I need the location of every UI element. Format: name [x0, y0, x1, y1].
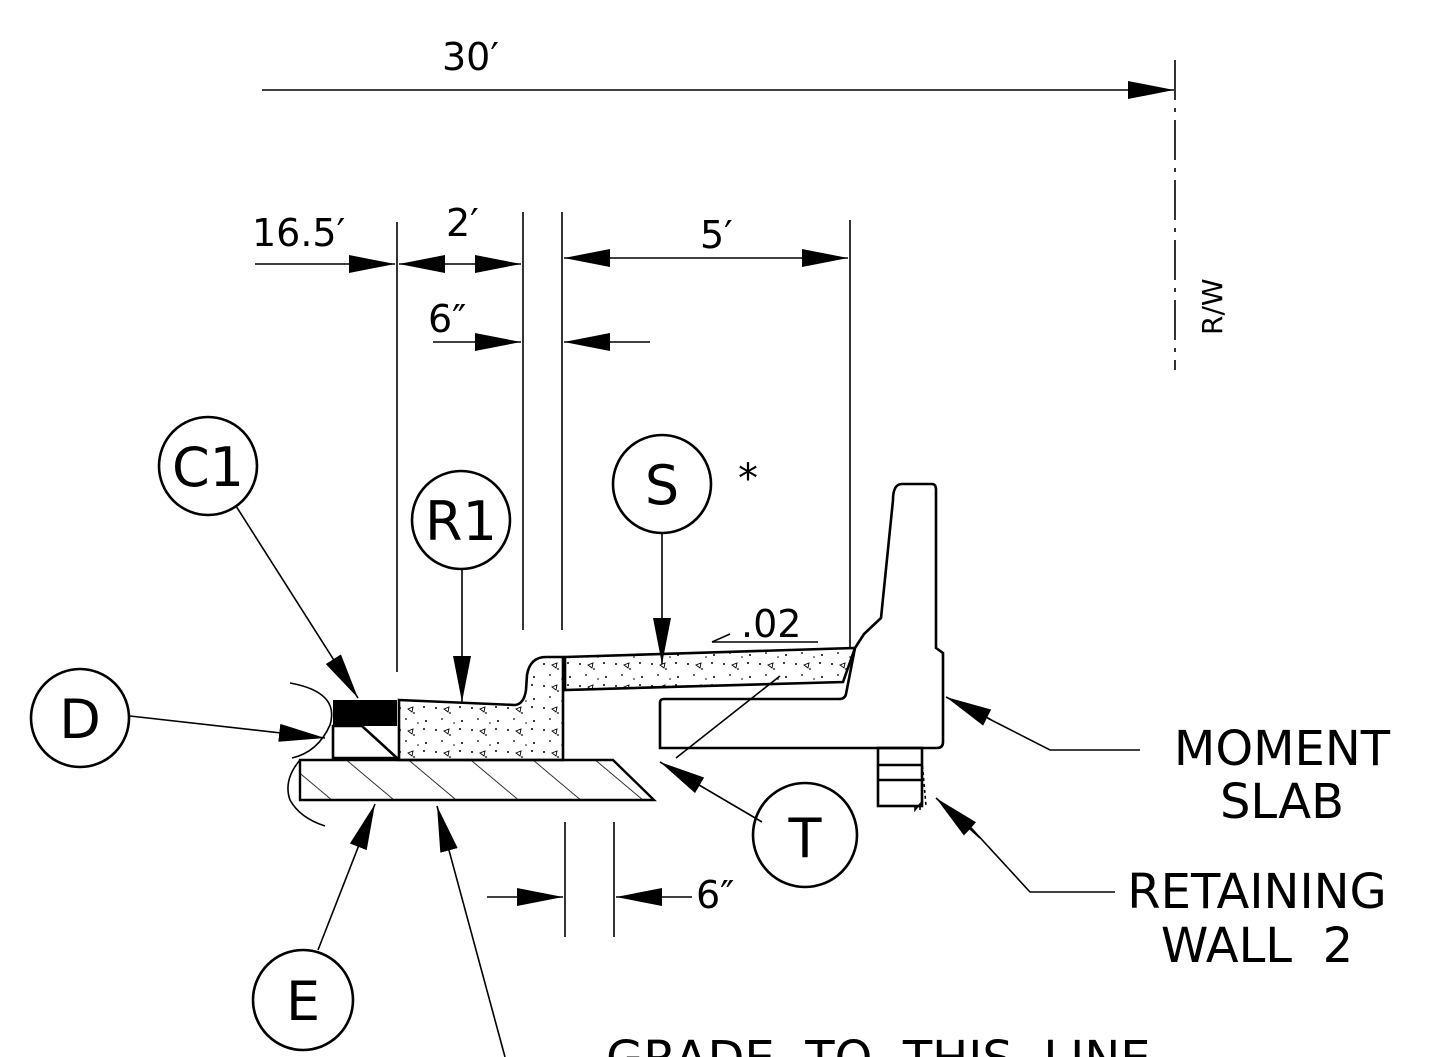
- slope-label: .02: [741, 602, 801, 646]
- subbase-wedge: [331, 724, 401, 760]
- callout-t-label: T: [788, 807, 823, 870]
- offset-dimension: 16.5′: [252, 211, 395, 273]
- retaining-wall: [876, 746, 927, 813]
- grade-line-callout: GRADE TO THIS LINE: [436, 805, 1151, 1057]
- right-of-way-line: R/W: [1174, 60, 1229, 370]
- overall-dim-label: 30′: [442, 35, 499, 79]
- curb-and-gutter: [397, 655, 565, 762]
- callout-c1-label: C1: [172, 436, 244, 499]
- overall-dimension: 30′: [262, 35, 1174, 99]
- sidewalk-dimension: 5′: [564, 213, 848, 267]
- callout-t: T: [659, 675, 859, 889]
- curb-top-dim-label: 6″: [428, 297, 466, 341]
- callout-s: S *: [611, 433, 758, 664]
- retaining-wall-label-line1: RETAINING: [1127, 864, 1386, 920]
- row-label: R/W: [1196, 278, 1229, 335]
- callout-e: E: [251, 803, 376, 1052]
- callout-s-label: S: [645, 454, 679, 517]
- gap-bottom-dim-label: 6″: [696, 873, 734, 917]
- retaining-wall-label-line2: WALL 2: [1161, 918, 1353, 974]
- grade-line-label: GRADE TO THIS LINE: [606, 1031, 1151, 1057]
- asphalt-layer: [333, 700, 397, 726]
- base-course: [298, 758, 657, 802]
- callout-e-label: E: [286, 970, 320, 1033]
- sidewalk-slab: [563, 646, 857, 692]
- callout-d: D: [29, 667, 326, 769]
- sidewalk-dim-label: 5′: [700, 213, 733, 257]
- callout-c1: C1: [157, 415, 359, 699]
- callout-r1-label: R1: [425, 490, 497, 553]
- curb-top-dimension: 6″: [428, 297, 650, 351]
- pavement-break-arcs: [287, 682, 333, 827]
- moment-slab-barrier: [658, 482, 945, 750]
- callout-r1: R1: [410, 469, 512, 702]
- slope-annotation: .02: [711, 602, 818, 646]
- retaining-wall-callout: RETAINING WALL 2: [935, 797, 1387, 974]
- callout-s-note: *: [738, 456, 758, 502]
- moment-slab-callout: MOMENT SLAB: [945, 696, 1391, 830]
- callout-d-label: D: [59, 688, 101, 751]
- moment-slab-label-line1: MOMENT: [1174, 721, 1391, 777]
- extension-lines: [396, 212, 851, 937]
- offset-dim-label: 16.5′: [252, 211, 345, 255]
- gap-bottom-dimension: 6″: [487, 873, 734, 917]
- moment-slab-label-line2: SLAB: [1220, 774, 1344, 830]
- gutter-dim-label: 2′: [446, 201, 479, 245]
- gutter-dimension: 2′: [399, 201, 521, 273]
